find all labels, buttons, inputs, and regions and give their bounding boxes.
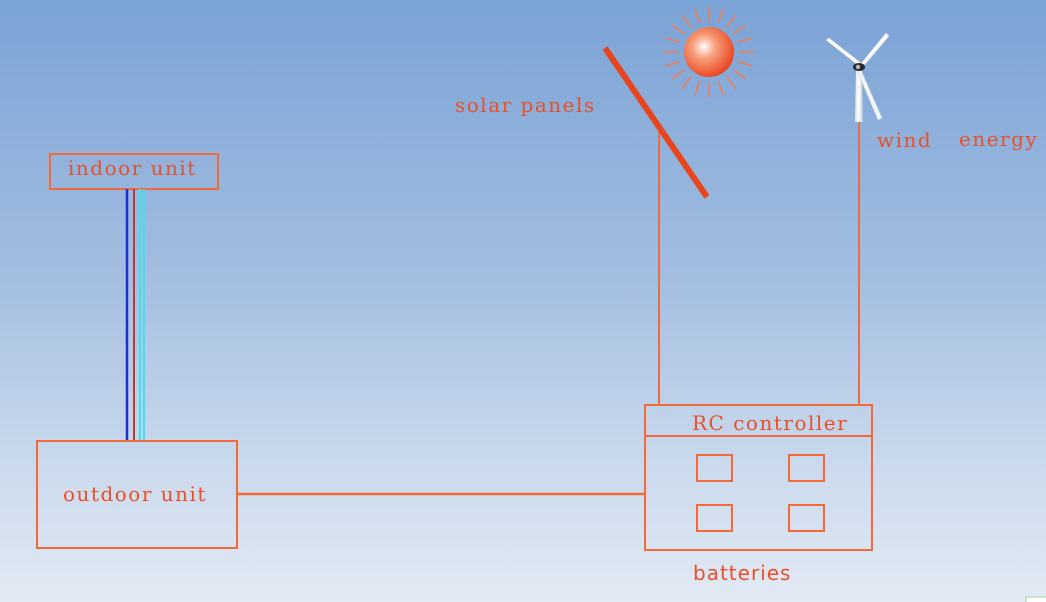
outdoor-unit-label: outdoor unit bbox=[63, 482, 207, 506]
sun-ray bbox=[681, 76, 692, 90]
batteries-label: batteries bbox=[693, 561, 792, 585]
sun-ray bbox=[671, 24, 685, 35]
sun-ray bbox=[737, 60, 753, 67]
sun-ray bbox=[717, 8, 724, 24]
sun-ray bbox=[726, 76, 737, 90]
sun-ray bbox=[717, 80, 724, 96]
sun-ray bbox=[733, 24, 747, 35]
sun-icon bbox=[663, 6, 755, 98]
sun-ray bbox=[733, 69, 747, 80]
sun-ray bbox=[665, 37, 681, 44]
sun-ray bbox=[737, 37, 753, 44]
rc-controller-label: RC controller bbox=[692, 411, 849, 435]
solar-panel-icon bbox=[602, 46, 710, 199]
battery-cell-icon bbox=[788, 504, 825, 532]
wind-label: wind bbox=[877, 128, 933, 152]
battery-cell-icon bbox=[696, 454, 733, 482]
indoor-unit-label: indoor unit bbox=[68, 156, 197, 180]
corner-mark bbox=[1025, 596, 1046, 602]
sun-ray bbox=[726, 14, 737, 28]
battery-cell-icon bbox=[788, 454, 825, 482]
energy-label: energy bbox=[959, 127, 1039, 151]
wind-turbine-icon bbox=[825, 32, 890, 122]
sun-ray bbox=[694, 80, 701, 96]
sun-ray bbox=[681, 14, 692, 28]
controller-box bbox=[644, 404, 873, 551]
sun-ray bbox=[665, 60, 681, 67]
solar-panels-label: solar panels bbox=[455, 93, 596, 117]
sun-ray bbox=[671, 69, 685, 80]
battery-cell-icon bbox=[696, 504, 733, 532]
sun-ray bbox=[694, 8, 701, 24]
